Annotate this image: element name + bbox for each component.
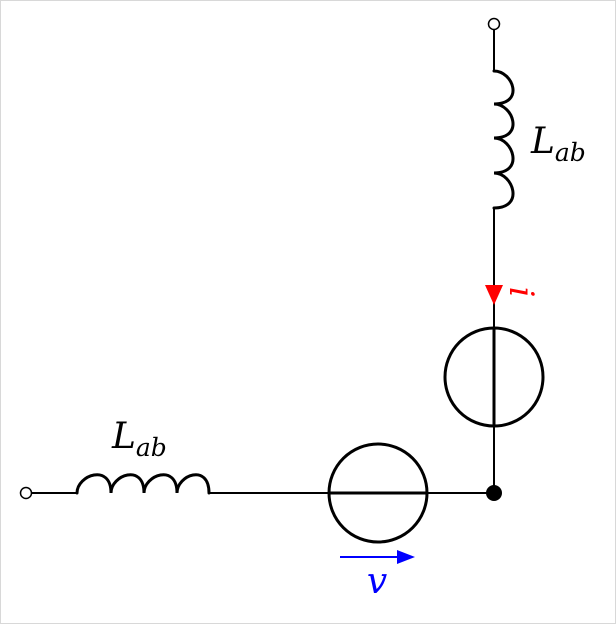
- left-terminal: [19, 486, 33, 500]
- voltage-arrow-icon: [397, 550, 415, 564]
- current-arrow-icon: [485, 285, 503, 305]
- label-inductor-top-sub: ab: [555, 138, 586, 167]
- label-inductor-left-sub: ab: [136, 433, 167, 462]
- label-inductor-top-main: L: [530, 121, 555, 162]
- label-voltage: v: [367, 561, 387, 602]
- inductor-top: [492, 69, 515, 210]
- inductor-left: [75, 473, 211, 495]
- junction-node: [486, 485, 502, 501]
- label-inductor-left: Lab: [111, 416, 167, 462]
- label-inductor-top: Lab: [530, 121, 586, 167]
- top-terminal: [487, 17, 501, 31]
- label-inductor-left-main: L: [111, 416, 136, 457]
- label-current: i: [501, 287, 541, 298]
